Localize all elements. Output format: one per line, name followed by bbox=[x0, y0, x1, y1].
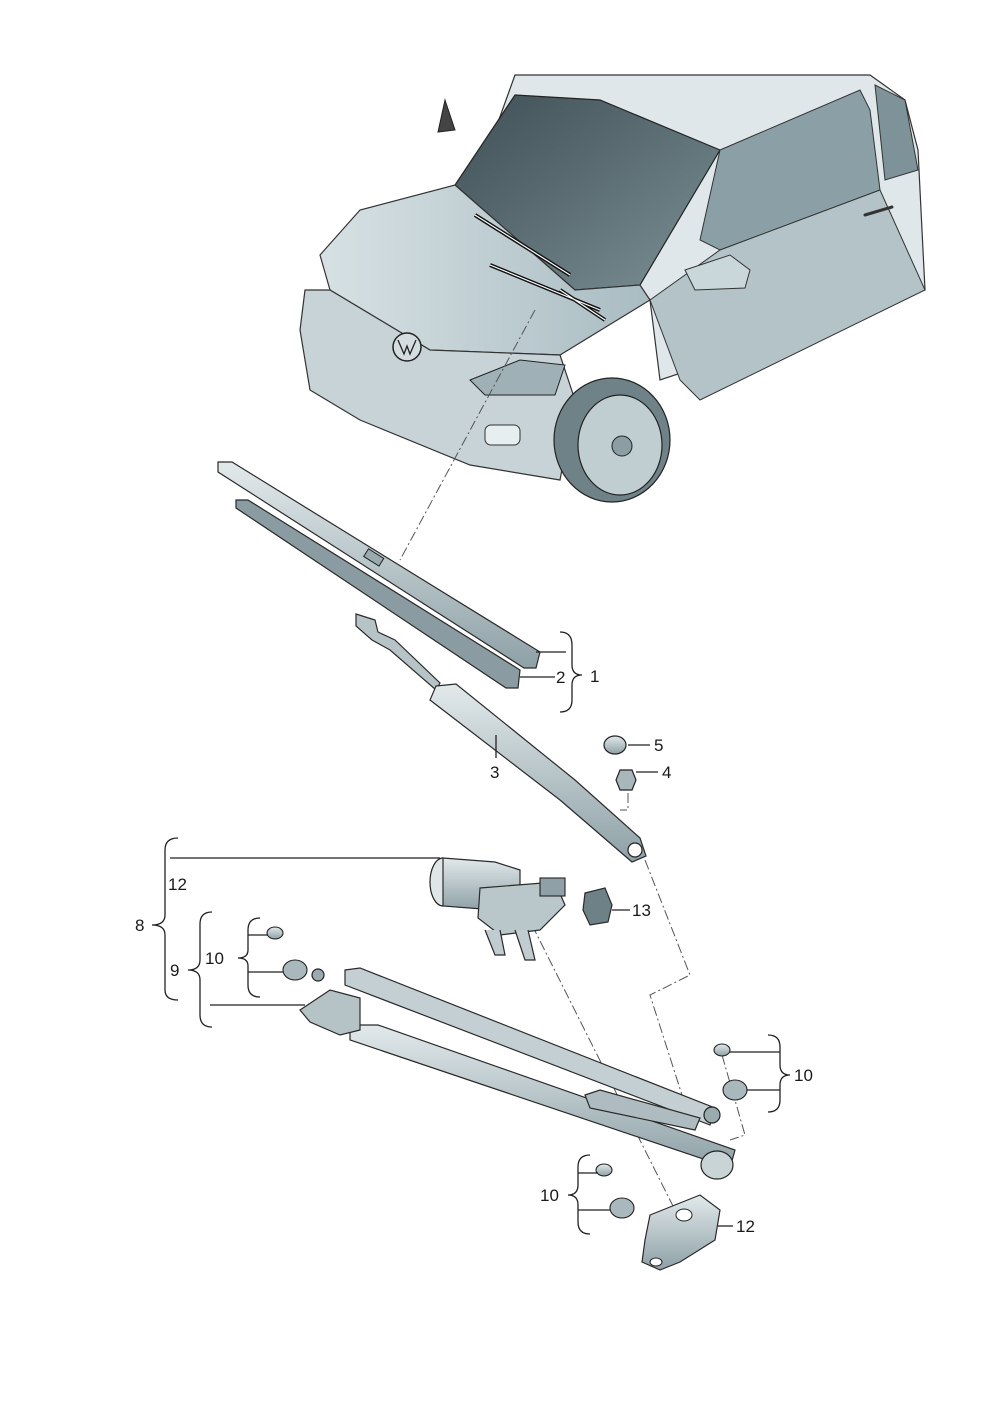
callout-12-plate: 12 bbox=[736, 1217, 755, 1236]
wiper-linkage bbox=[299, 967, 736, 1180]
linkage-right-pivot bbox=[700, 1150, 734, 1180]
grommets-bottom bbox=[595, 1163, 635, 1219]
brace-1 bbox=[559, 631, 583, 713]
car-antenna bbox=[437, 98, 456, 133]
callout-4: 4 bbox=[662, 763, 671, 782]
wiper-blade-clip bbox=[363, 548, 385, 567]
dash-arm-to-nut bbox=[620, 775, 629, 811]
callout-3: 3 bbox=[490, 763, 499, 782]
grommet-bushing-left bbox=[282, 959, 308, 981]
callout-labels: 1 2 3 5 4 12 8 13 9 10 10 10 12 bbox=[135, 667, 813, 1236]
callout-12-motor: 12 bbox=[168, 875, 187, 894]
callout-1: 1 bbox=[590, 667, 599, 686]
cap-and-nut bbox=[603, 735, 637, 791]
callout-5: 5 bbox=[654, 736, 663, 755]
car-wheel-hub bbox=[611, 435, 633, 457]
grommet-bushing-right bbox=[722, 1079, 748, 1101]
brace-10-bottom bbox=[567, 1154, 591, 1235]
mounting-plate-hole bbox=[675, 1208, 693, 1222]
mounting-plate bbox=[641, 1194, 721, 1271]
car-side-window-rear bbox=[874, 84, 919, 181]
wiper-motor bbox=[429, 857, 566, 961]
grommets-right bbox=[713, 1043, 748, 1101]
linkage-main-rod bbox=[349, 1024, 736, 1169]
car-side-mirror bbox=[684, 254, 751, 291]
rubber-buffer-shape bbox=[582, 887, 613, 926]
mounting-plate-shape bbox=[641, 1194, 721, 1271]
hex-nut bbox=[615, 769, 637, 791]
callout-10-left: 10 bbox=[205, 949, 224, 968]
dash-arm-to-linkage bbox=[644, 859, 691, 1121]
wiper-blade bbox=[217, 461, 541, 689]
rubber-buffer bbox=[582, 887, 613, 926]
dash-car-to-blade bbox=[399, 309, 536, 561]
wiper-blade-rubber bbox=[235, 499, 521, 689]
linkage-right-shaft bbox=[703, 1106, 721, 1124]
car-emblem-mark bbox=[397, 339, 417, 356]
grommet-screw-bottom bbox=[595, 1163, 613, 1177]
callout-10-bottom: 10 bbox=[540, 1186, 559, 1205]
wiper-arm-body bbox=[429, 683, 647, 863]
callout-8: 8 bbox=[135, 916, 144, 935]
grommets-left bbox=[266, 926, 308, 981]
linkage-left-bracket bbox=[299, 989, 361, 1036]
motor-bracket-legs bbox=[484, 929, 536, 961]
wiper-arm-pivot bbox=[627, 842, 643, 858]
mounting-plate-hole-2 bbox=[649, 1257, 663, 1267]
motor-connector bbox=[539, 877, 566, 897]
brace-9 bbox=[187, 911, 213, 1028]
car-door bbox=[649, 189, 926, 401]
wiper-arm bbox=[355, 613, 647, 863]
linkage-left-shaft bbox=[311, 968, 325, 982]
car-door-handle bbox=[863, 205, 894, 217]
grommet-screw-right bbox=[713, 1043, 731, 1057]
brace-10-left bbox=[237, 917, 261, 998]
callout-13: 13 bbox=[632, 901, 651, 920]
linkage-crank-arm bbox=[584, 1089, 701, 1131]
grommet-screw-left bbox=[266, 926, 284, 940]
car-illustration bbox=[299, 74, 926, 503]
cover-cap bbox=[603, 735, 627, 755]
callout-2: 2 bbox=[556, 668, 565, 687]
callout-9: 9 bbox=[170, 961, 179, 980]
brace-8 bbox=[151, 837, 179, 1001]
callout-10-right: 10 bbox=[794, 1066, 813, 1085]
car-fog-light bbox=[484, 424, 521, 446]
leader-lines bbox=[151, 631, 791, 1235]
brace-10-right bbox=[767, 1034, 791, 1113]
car-wiper-highlight-outline bbox=[474, 214, 606, 321]
grommet-bushing-bottom bbox=[609, 1197, 635, 1219]
